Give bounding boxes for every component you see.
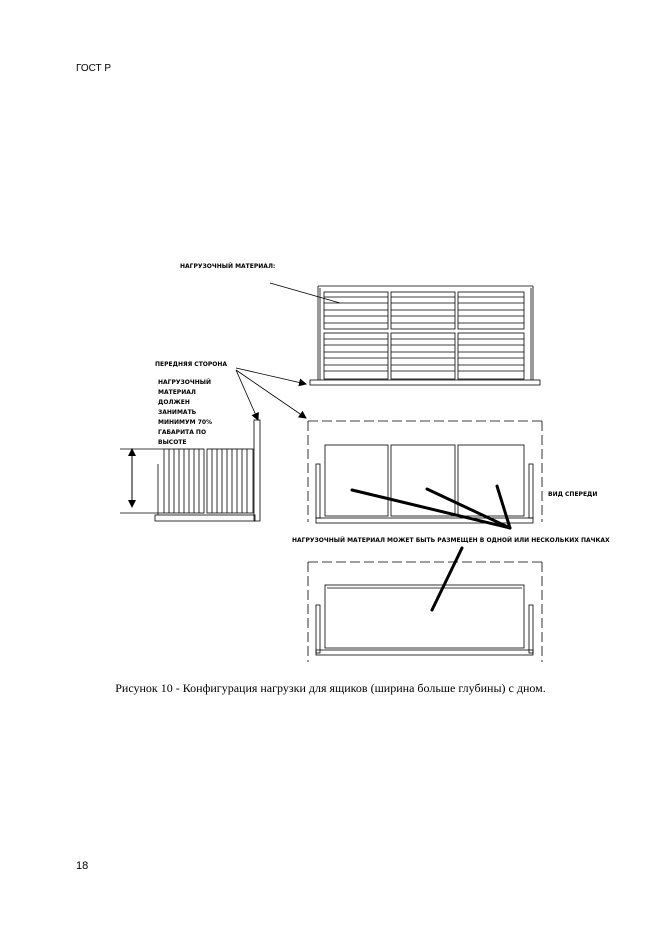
note-line: ГАБАРИТА ПО [158, 429, 206, 436]
label-placement: НАГРУЗОЧНЫЙ МАТЕРИАЛ МОЖЕТ БЫТЬ РАЗМЕЩЕН… [292, 536, 610, 544]
page-number: 18 [76, 860, 89, 872]
note-line: МАТЕРИАЛ [158, 389, 196, 396]
arrow-front-side-top [235, 367, 307, 387]
note-line: ВЫСОТЕ [158, 439, 187, 446]
front-view-crate-multiple-stacks [307, 420, 543, 524]
load-configuration-figure: НАГРУЗОЧНЫЙ МАТЕРИАЛ: ПЕРЕДНЯЯ СТОРОНА Н… [120, 262, 610, 662]
label-front-view: ВИД СПЕРЕДИ [548, 491, 597, 498]
placement-leader-lines [350, 484, 512, 612]
note-line: ЗАНИМАТЬ [158, 409, 197, 416]
arrow-front-side-middle [235, 369, 307, 419]
leader-line-load-material [269, 282, 341, 304]
page-header-standard: ГОСТ Р [76, 63, 112, 74]
note-line: НАГРУЗОЧНЫЙ [158, 378, 211, 386]
figure-caption: Рисунок 10 - Конфигурация нагрузки для я… [115, 681, 546, 695]
side-view-crate [120, 419, 261, 522]
note-line: ДОЛЖЕН [158, 399, 190, 406]
label-load-material: НАГРУЗОЧНЫЙ МАТЕРИАЛ: [180, 262, 275, 270]
note-line: МИНИМУМ 70% [158, 419, 212, 426]
top-view-crate [309, 285, 541, 386]
front-view-crate-single-stack [307, 561, 543, 662]
label-front-side: ПЕРЕДНЯЯ СТОРОНА [155, 361, 227, 368]
arrow-front-side-side [235, 369, 259, 421]
